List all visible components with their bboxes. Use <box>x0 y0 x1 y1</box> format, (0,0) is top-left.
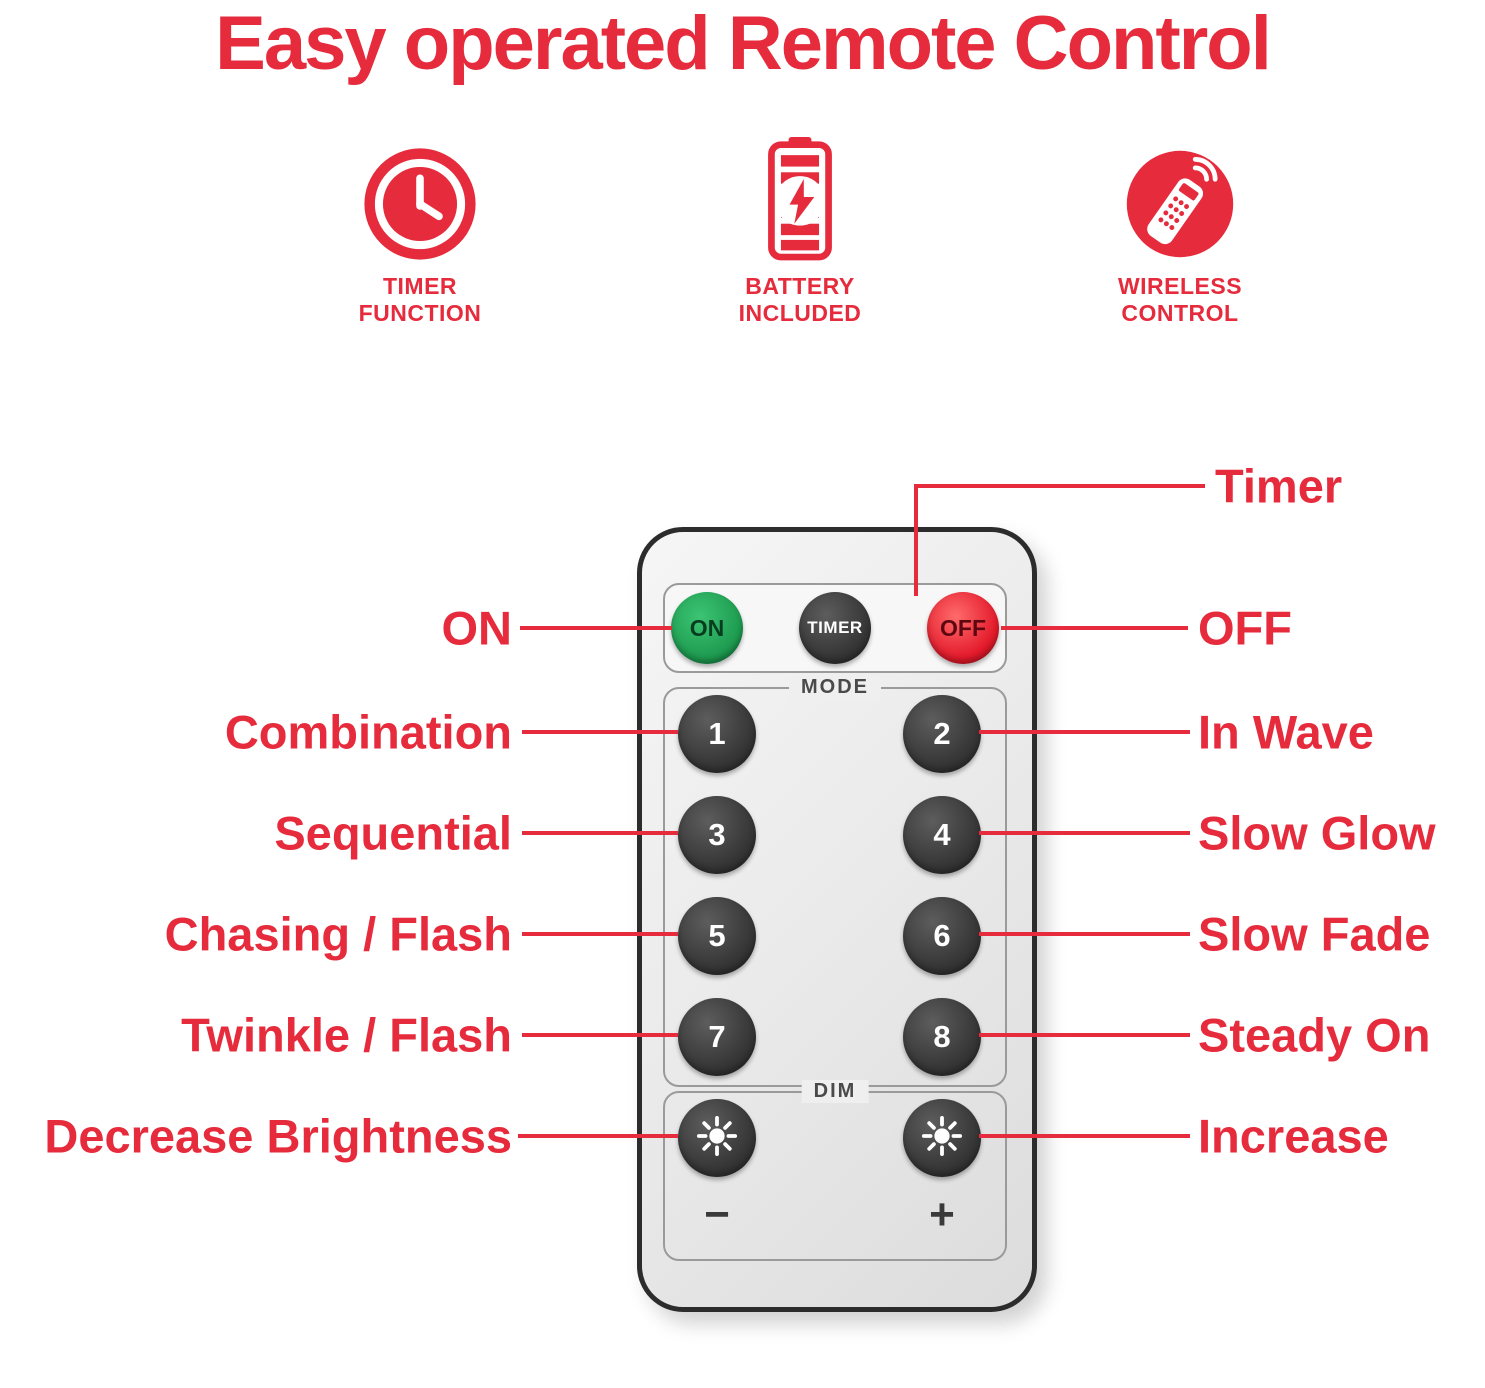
feature-timer-function: TIMER FUNCTION <box>310 135 530 327</box>
callout-timer: Timer <box>1215 459 1343 513</box>
wireless-remote-icon <box>1070 135 1290 261</box>
callout-line-on <box>520 626 672 630</box>
callout-line-in-wave <box>979 730 1190 734</box>
callout-on: ON <box>441 601 513 655</box>
plus-sign: + <box>929 1190 955 1239</box>
callout-combination: Combination <box>224 705 512 759</box>
on-button: ON <box>671 592 743 664</box>
callout-line-decrease <box>518 1134 678 1138</box>
callout-off: OFF <box>1198 601 1292 655</box>
callout-line-slow-fade <box>979 932 1190 936</box>
callout-line-slow-glow <box>979 831 1190 835</box>
battery-icon <box>690 135 910 261</box>
minus-sign: − <box>704 1190 730 1239</box>
timer-clock-icon <box>310 135 530 261</box>
mode-button-8: 8 <box>903 998 981 1076</box>
callout-line-timer-h <box>914 484 1205 488</box>
mode-button-1: 1 <box>678 695 756 773</box>
mode-button-3: 3 <box>678 796 756 874</box>
callout-decrease-brightness: Decrease Brightness <box>44 1109 512 1163</box>
callout-line-increase <box>979 1134 1190 1138</box>
callout-line-timer-v <box>914 486 918 596</box>
callout-line-twinkle-flash <box>522 1033 678 1037</box>
callout-line-chasing-flash <box>522 932 678 936</box>
dim-label: DIM <box>801 1080 869 1103</box>
feature-label-timer-function: TIMER FUNCTION <box>358 273 482 327</box>
callout-slow-fade: Slow Fade <box>1198 907 1431 961</box>
dim-panel: DIM <box>663 1080 1007 1261</box>
mode-button-7: 7 <box>678 998 756 1076</box>
callout-in-wave: In Wave <box>1198 705 1374 759</box>
feature-battery-included: BATTERY INCLUDED <box>690 135 910 327</box>
off-button: OFF <box>927 592 999 664</box>
callout-twinkle-flash: Twinkle / Flash <box>181 1008 512 1062</box>
brightness-down-button <box>678 1099 756 1177</box>
brightness-up-button <box>903 1099 981 1177</box>
timer-button: TIMER <box>799 592 871 664</box>
callout-sequential: Sequential <box>274 806 512 860</box>
callout-line-sequential <box>522 831 678 835</box>
callout-steady-on: Steady On <box>1198 1008 1431 1062</box>
mode-label: MODE <box>789 676 881 699</box>
remote-control: ON TIMER OFF MODE 1 2 3 4 5 6 7 8 DIM <box>637 527 1037 1312</box>
mode-panel: MODE 1 2 3 4 5 6 7 8 <box>663 676 1007 1087</box>
feature-wireless-control: WIRELESS CONTROL <box>1070 135 1290 327</box>
callout-slow-glow: Slow Glow <box>1198 806 1436 860</box>
mode-button-4: 4 <box>903 796 981 874</box>
brightness-icon <box>696 1115 738 1162</box>
feature-label-wireless-control: WIRELESS CONTROL <box>1117 273 1243 327</box>
brightness-icon <box>921 1115 963 1162</box>
mode-button-5: 5 <box>678 897 756 975</box>
power-panel: ON TIMER OFF <box>663 583 1007 673</box>
feature-label-battery-included: BATTERY INCLUDED <box>738 273 862 327</box>
callout-chasing-flash: Chasing / Flash <box>164 907 512 961</box>
page-title: Easy operated Remote Control <box>215 1 1272 86</box>
callout-increase: Increase <box>1198 1109 1389 1163</box>
mode-button-2: 2 <box>903 695 981 773</box>
callout-line-combination <box>522 730 678 734</box>
callout-line-off <box>1001 626 1188 630</box>
callout-line-steady-on <box>979 1033 1190 1037</box>
mode-button-6: 6 <box>903 897 981 975</box>
